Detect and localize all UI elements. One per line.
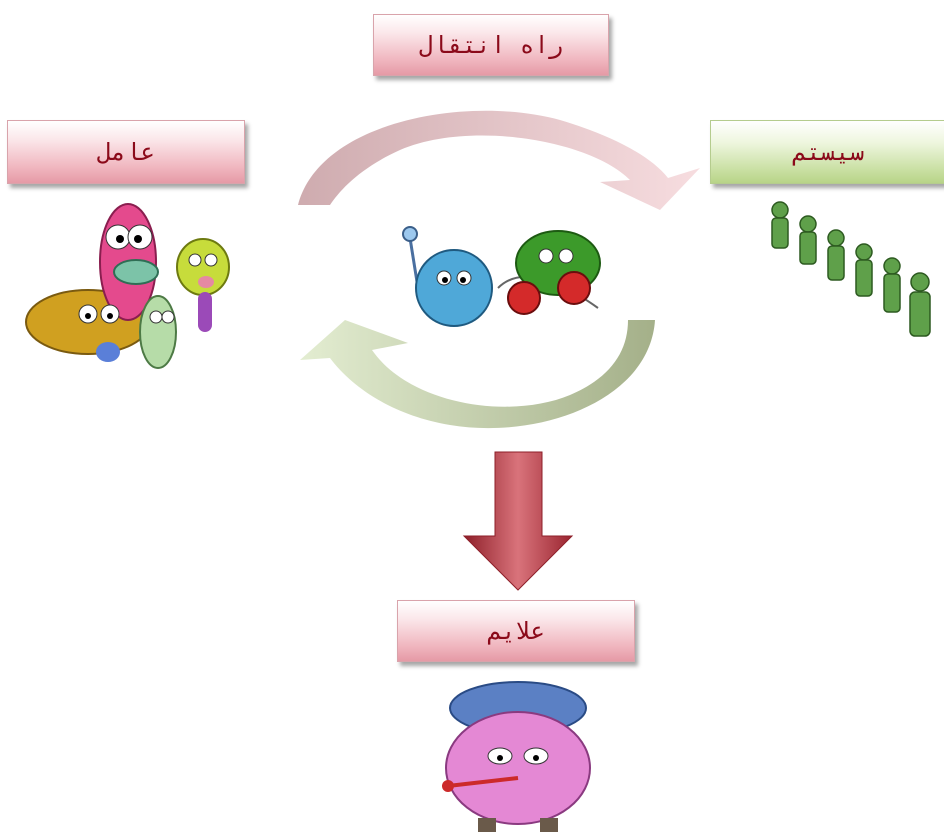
virus-fighting-germ-icon [402,226,601,327]
system-label: سیستم [710,120,944,184]
sick-character-icon [442,681,591,832]
transmission-label: راه انتقال [373,14,609,76]
agent-label: عامل [7,120,245,184]
down-arrow [462,451,574,591]
cartoon-germs-icon [25,203,230,369]
cycle-arrow-bottom [300,320,655,429]
symptoms-label: علایم [397,600,635,662]
green-soldiers-icon [771,201,931,337]
cycle-arrow-top [298,110,700,210]
